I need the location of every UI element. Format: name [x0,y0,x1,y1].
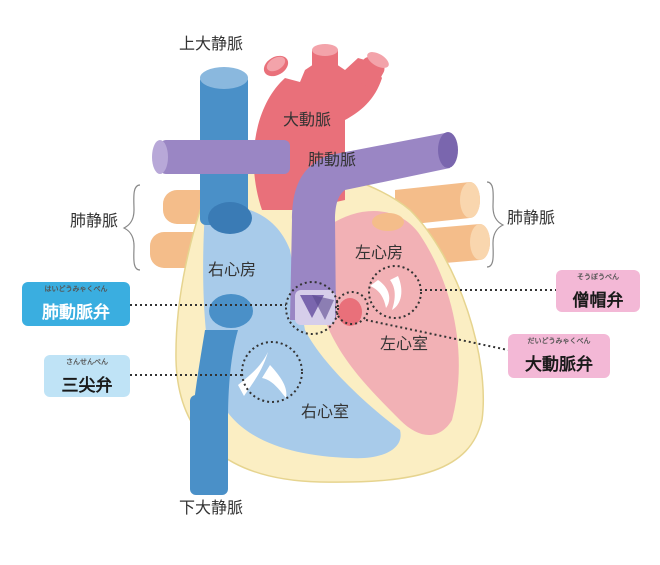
leader-lines [130,289,556,376]
mitral-valve-shape [370,276,402,310]
pulmonary-veins-right-label: 肺静脈 [507,208,556,227]
mitral-valve-ruby: そうぼうべん [577,273,619,281]
right-ventricle-label: 右心室 [301,402,350,421]
left-ventricle-label: 左心室 [380,334,429,353]
tricuspid-valve-label: 三尖弁 [61,376,113,396]
pulmonary-artery-shape [152,132,458,325]
left-heart-chamber [325,211,459,435]
pulmonary-valve-ruby: はいどうみゃくべん [44,285,108,293]
left-atrium-label: 左心房 [355,243,404,262]
mitral-valve-tag: そうぼうべん 僧帽弁 [556,270,640,312]
inferior-vena-cava-label: 下大静脈 [179,498,244,517]
aortic-valve-tag: だいどうみゃくべん 大動脈弁 [508,334,610,378]
pulmonary-artery-label: 肺動脈 [308,150,357,169]
pulmonary-veins-left-label: 肺静脈 [70,211,119,230]
tricuspid-valve-marker [241,341,303,403]
superior-vena-cava-label: 上大静脈 [179,34,244,53]
aortic-valve-marker [335,291,369,325]
tricuspid-valve-tag: さんせんべん 三尖弁 [44,355,130,397]
aortic-valve-label: 大動脈弁 [525,355,593,375]
pulmonary-valve-tag: はいどうみゃくべん 肺動脈弁 [22,282,130,326]
brace-left [122,184,141,271]
pulmonary-valve-label: 肺動脈弁 [42,303,110,323]
aortic-valve-shape [338,298,362,326]
tricuspid-valve-ruby: さんせんべん [66,358,108,366]
right-atrium-label: 右心房 [208,260,257,279]
aorta-label: 大動脈 [283,110,332,129]
brace-right [486,181,505,268]
aortic-valve-ruby: だいどうみゃくべん [527,337,591,345]
mitral-valve-label: 僧帽弁 [572,291,624,311]
mitral-valve-marker [368,265,422,319]
pulmonary-valve-marker [285,281,339,335]
